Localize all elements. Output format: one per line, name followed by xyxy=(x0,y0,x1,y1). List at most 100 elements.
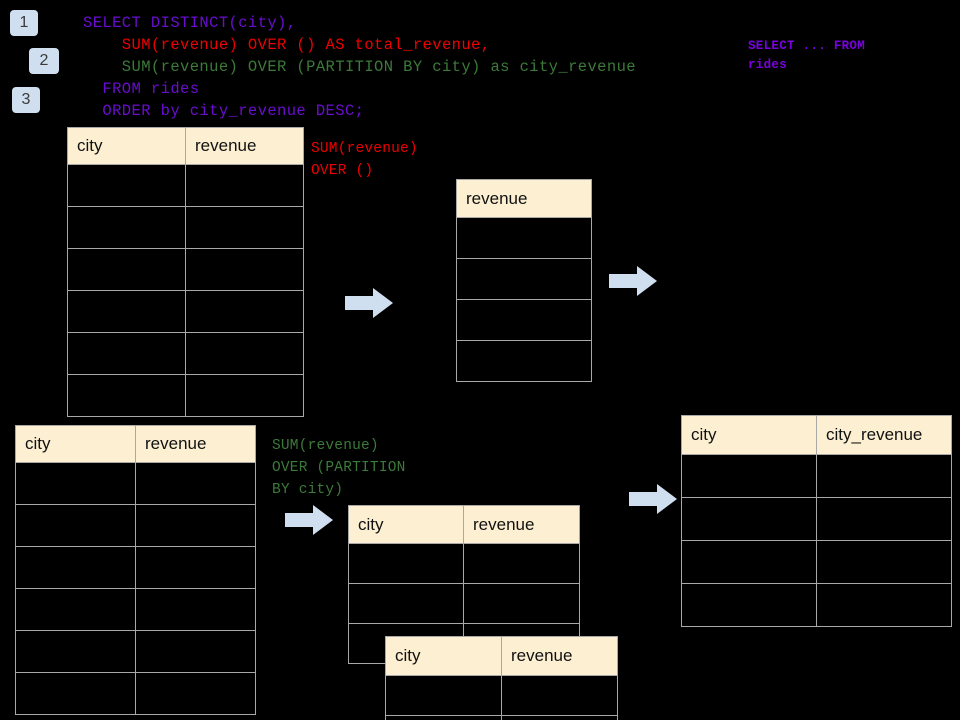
table-header-cell: city xyxy=(67,127,186,165)
sql-line-select: SELECT DISTINCT(city), xyxy=(83,14,297,32)
partition-group-table-front: city revenue xyxy=(385,636,618,720)
table-row xyxy=(15,462,256,505)
table-cell xyxy=(681,583,817,627)
table-row xyxy=(348,583,580,624)
table-row xyxy=(385,715,618,720)
table-header-row: city revenue xyxy=(385,636,618,676)
table-cell xyxy=(456,217,592,259)
table-row xyxy=(15,630,256,673)
table-header-cell: revenue xyxy=(463,505,580,544)
table-cell xyxy=(385,715,502,720)
table-cell xyxy=(185,374,304,417)
table-row xyxy=(681,497,952,541)
table-header-cell: revenue xyxy=(185,127,304,165)
table-row xyxy=(681,540,952,584)
table-cell xyxy=(816,497,952,541)
arrow-partition-to-result xyxy=(629,484,677,514)
table-cell xyxy=(501,675,618,716)
table-cell xyxy=(185,164,304,207)
table-cell xyxy=(67,374,186,417)
table-cell xyxy=(348,543,464,584)
total-revenue-table: revenue xyxy=(456,179,592,382)
table-cell xyxy=(15,672,136,715)
table-cell xyxy=(185,332,304,375)
table-header-cell: revenue xyxy=(501,636,618,676)
table-row xyxy=(67,248,304,291)
table-cell xyxy=(348,583,464,624)
table-cell xyxy=(463,583,580,624)
arrow-shaft xyxy=(609,274,639,288)
table-header-row: revenue xyxy=(456,179,592,218)
table-cell xyxy=(67,206,186,249)
table-header-cell: city xyxy=(15,425,136,463)
rides-source-table-bottom: city revenue xyxy=(15,425,256,715)
table-cell xyxy=(816,583,952,627)
table-row xyxy=(67,164,304,207)
table-cell xyxy=(456,340,592,382)
table-cell xyxy=(67,290,186,333)
sql-line-order-by: ORDER by city_revenue DESC; xyxy=(83,102,365,120)
table-cell xyxy=(15,504,136,547)
table-cell xyxy=(456,299,592,341)
table-cell xyxy=(135,504,256,547)
table-row xyxy=(348,543,580,584)
table-row xyxy=(67,374,304,417)
table-row xyxy=(456,340,592,382)
rides-source-table: city revenue xyxy=(67,127,304,417)
arrow-shaft xyxy=(345,296,375,310)
table-row xyxy=(67,206,304,249)
table-row xyxy=(15,504,256,547)
sql-line-city-revenue: SUM(revenue) OVER (PARTITION BY city) as… xyxy=(83,58,636,76)
table-cell xyxy=(135,546,256,589)
table-header-cell: city xyxy=(348,505,464,544)
table-cell xyxy=(67,248,186,291)
table-row xyxy=(456,258,592,300)
city-revenue-result-table: city city_revenue xyxy=(681,415,952,627)
table-cell xyxy=(501,715,618,720)
table-cell xyxy=(135,630,256,673)
table-header-cell: city xyxy=(385,636,502,676)
arrow-shaft xyxy=(629,492,659,506)
arrow-total-to-next xyxy=(609,266,657,296)
arrow-head xyxy=(373,288,393,318)
table-row xyxy=(15,672,256,715)
arrow-head xyxy=(637,266,657,296)
table-header-cell: revenue xyxy=(456,179,592,218)
table-header-row: city revenue xyxy=(67,127,304,165)
table-cell xyxy=(15,588,136,631)
table-cell xyxy=(185,290,304,333)
table-cell xyxy=(15,630,136,673)
step-badge-1: 1 xyxy=(10,10,38,36)
table-cell xyxy=(681,540,817,584)
table-row xyxy=(15,588,256,631)
table-header-row: city city_revenue xyxy=(681,415,952,455)
table-row xyxy=(385,675,618,716)
table-cell xyxy=(185,206,304,249)
table-cell xyxy=(681,497,817,541)
table-cell xyxy=(681,454,817,498)
step-badge-2-label: 2 xyxy=(39,52,49,69)
table-header-cell: city_revenue xyxy=(816,415,952,455)
step-badge-3-label: 3 xyxy=(21,91,31,108)
table-cell xyxy=(15,462,136,505)
step-badge-3: 3 xyxy=(12,87,40,113)
table-row xyxy=(67,332,304,375)
step-badge-1-label: 1 xyxy=(19,14,29,31)
table-cell xyxy=(67,164,186,207)
table-cell xyxy=(185,248,304,291)
table-cell xyxy=(135,462,256,505)
table-cell xyxy=(463,543,580,584)
table-row xyxy=(15,546,256,589)
arrow-head xyxy=(657,484,677,514)
table-header-row: city revenue xyxy=(348,505,580,544)
sql-line-from: FROM rides xyxy=(83,80,200,98)
arrow-shaft xyxy=(285,513,315,527)
sql-line-total-revenue: SUM(revenue) OVER () AS total_revenue, xyxy=(83,36,491,54)
table-row xyxy=(67,290,304,333)
table-cell xyxy=(816,540,952,584)
table-cell xyxy=(456,258,592,300)
annotation-sum-over-empty: SUM(revenue) OVER () xyxy=(311,141,418,179)
table-cell xyxy=(385,675,502,716)
table-cell xyxy=(135,672,256,715)
